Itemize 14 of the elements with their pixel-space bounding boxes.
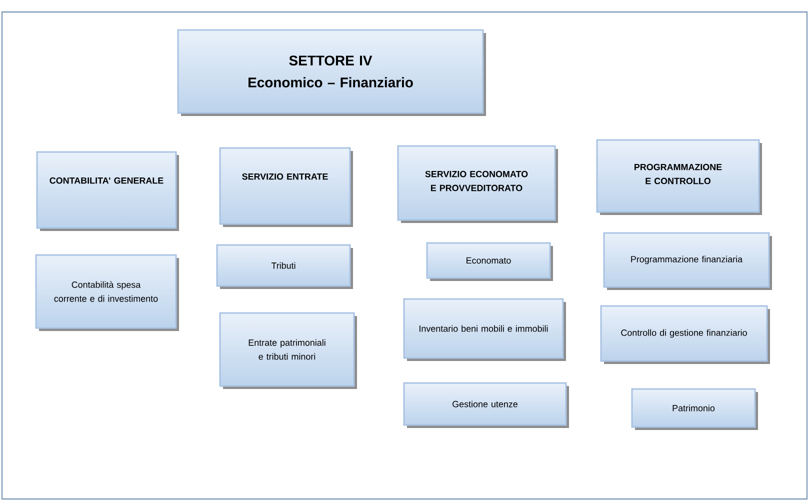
- office-box: Economato: [426, 242, 553, 281]
- office-box: Inventario beni mobili e immobili: [403, 298, 566, 361]
- office-box: Gestione utenze: [403, 382, 569, 428]
- department-box: PROGRAMMAZIONE E CONTROLLO: [596, 139, 762, 215]
- office-box: Programmazione finanziaria: [603, 232, 772, 290]
- office-box: Entrate patrimoniali e tributi minori: [219, 312, 357, 389]
- department-box: CONTABILITA’ GENERALE: [36, 151, 179, 231]
- office-box: Controllo di gestione finanziario: [600, 305, 770, 364]
- office-box: Patrimonio: [631, 388, 758, 430]
- office-box: Tributi: [216, 244, 353, 289]
- department-box: SERVIZIO ECONOMATO E PROVVEDITORATO: [397, 145, 558, 223]
- title-box: SETTORE IV Economico – Finanziario: [177, 29, 486, 116]
- department-box: SERVIZIO ENTRATE: [219, 147, 353, 227]
- office-box: Contabilità spesa corrente e di investimento: [35, 254, 179, 331]
